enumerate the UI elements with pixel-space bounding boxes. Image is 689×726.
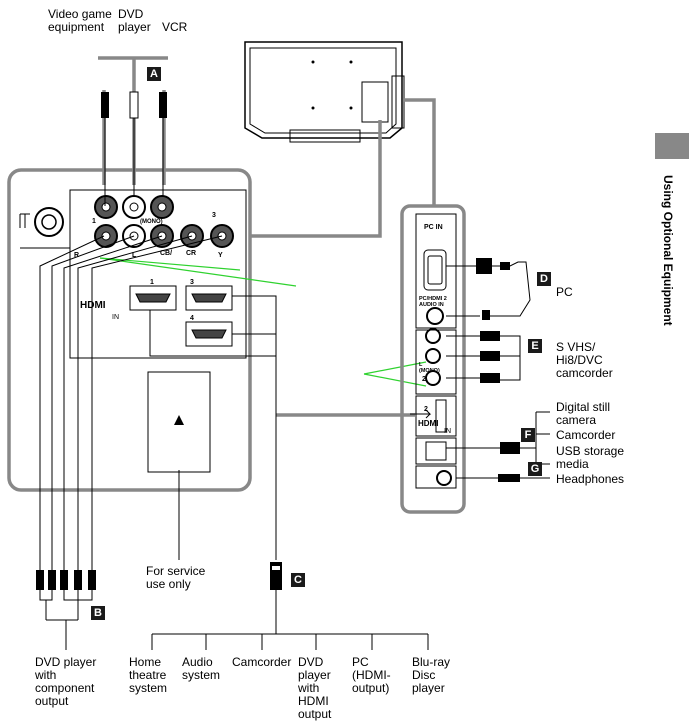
label-l: L [132,252,137,259]
label-dvd-component: DVD player with component output [35,655,97,708]
label-video-game: Video game equipment [48,7,112,34]
label-pc-hdmi: PC (HDMI- output) [352,655,391,695]
label-digital-still: Digital still camera [556,400,611,427]
marker-d: D [537,272,551,286]
label-cr: CR [186,250,197,257]
label-hdmi-1: 1 [150,279,154,286]
label-vcr: VCR [162,20,188,34]
label-pc-in: PC IN [424,224,443,231]
label-headphones: Headphones [556,472,625,486]
marker-e: E [528,339,542,353]
label-camcorder-side: Camcorder [556,428,616,442]
label-r: R [74,252,80,259]
rear-panel [7,168,252,492]
marker-g: G [528,462,542,476]
tv-rear-outline [244,41,403,139]
label-hdmi-in-rear: IN [112,314,119,321]
marker-b: B [91,606,105,620]
label-in-3: 3 [212,212,216,219]
label-pc-audio: PC/HDMI 2 AUDIO IN [419,296,447,308]
tv-stand [289,129,361,143]
label-service: For service use only [146,564,206,591]
label-hdmi-4: 4 [190,315,194,322]
section-tab [655,133,689,159]
label-home-theatre: Home theatre system [129,655,168,695]
label-mono: (MONO) [140,219,163,225]
label-side-hdmi-in: IN [444,428,451,435]
label-side-hdmi-2: 2 [424,406,428,413]
marker-f: F [521,428,535,442]
label-hdmi-3: 3 [190,279,194,286]
label-hdmi-rear: HDMI [80,300,106,311]
label-usb: USB storage media [556,444,625,471]
label-side-mono: L (MONO) [419,362,440,374]
label-side-hdmi: HDMI [418,419,439,428]
label-camcorder-bottom: Camcorder [232,655,292,669]
side-panel [400,204,466,514]
label-dvd-hdmi: DVD player with HDMI output [298,655,332,721]
label-y: Y [218,252,223,259]
label-pc: PC [556,285,573,299]
marker-a: A [147,67,161,81]
label-side-in-2: 2 [422,376,426,383]
label-svhs: S VHS/ Hi8/DVC camcorder [556,340,613,380]
label-cb: CB/ [160,250,173,257]
label-bluray: Blu-ray Disc player [412,655,451,695]
label-dvd-top: DVD player [118,7,151,34]
label-audio-system: Audio system [182,655,221,682]
marker-c: C [291,573,305,587]
label-in-1: 1 [92,218,96,225]
